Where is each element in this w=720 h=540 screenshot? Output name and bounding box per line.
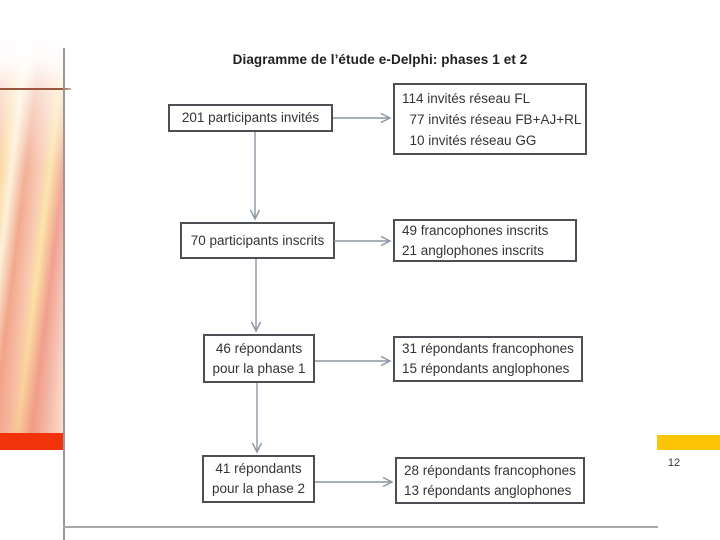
arrow-down-svg <box>251 383 263 454</box>
content-bottom-border <box>63 526 658 528</box>
box-text-line: 28 répondants francophones <box>404 462 576 478</box>
arrowhead-icon <box>251 442 263 454</box>
arrowhead-icon <box>380 235 392 247</box>
arrow-right-svg <box>333 112 392 124</box>
top-divider-line <box>0 88 71 90</box>
flow-box-phase2-breakdown: 28 répondants francophones 13 répondants… <box>395 457 585 504</box>
box-text-line: 77 invités réseau FB+AJ+RL <box>402 111 582 127</box>
box-text-line: 15 répondants anglophones <box>402 361 570 376</box>
box-text-line: 114 invités réseau FL <box>402 90 531 106</box>
box-text-line: pour la phase 1 <box>212 360 306 376</box>
box-text-line: 21 anglophones inscrits <box>402 242 544 258</box>
connector-arrow-right-3 <box>315 355 393 367</box>
connector-arrow-right-4 <box>315 476 395 488</box>
flow-box-phase1-repondants: 46 répondants pour la phase 1 <box>203 334 315 383</box>
arrowhead-icon <box>249 209 261 221</box>
arrow-down-svg <box>249 132 261 221</box>
box-text-line: pour la phase 2 <box>211 481 306 496</box>
flow-box-inscrits-breakdown: 49 francophones inscrits 21 anglophones … <box>393 219 577 262</box>
connector-arrow-down-1 <box>249 132 261 222</box>
flow-box-phase2-repondants: 41 répondants pour la phase 2 <box>202 455 315 503</box>
connector-arrow-down-3 <box>251 383 263 455</box>
arrowhead-icon <box>382 476 394 488</box>
box-text-line: 201 participants invités <box>181 110 320 125</box>
page-number: 12 <box>667 457 681 469</box>
arrowhead-icon <box>380 112 392 124</box>
box-text-line: 10 invités réseau GG <box>402 132 537 148</box>
red-accent-bar <box>0 433 63 450</box>
box-text-line: 41 répondants <box>215 461 302 476</box>
connector-arrow-right-1 <box>333 112 393 124</box>
box-text-line: 70 participants inscrits <box>190 232 325 248</box>
flow-box-participants-invites: 201 participants invités <box>168 104 333 132</box>
connector-arrow-right-2 <box>334 235 393 247</box>
box-text-line: 46 répondants <box>215 340 303 356</box>
box-text-line: 31 répondants francophones <box>402 341 574 356</box>
arrow-right-svg <box>315 476 394 488</box>
flow-box-phase1-breakdown: 31 répondants francophones 15 répondants… <box>393 336 583 382</box>
connector-arrow-down-2 <box>250 259 262 334</box>
box-text-line: 13 répondants anglophones <box>404 482 572 498</box>
diagram-title: Diagramme de l’étude e-Delphi: phases 1 … <box>232 52 528 67</box>
flow-box-invites-breakdown: 114 invités réseau FL 77 invités réseau … <box>393 83 587 155</box>
arrowhead-icon <box>250 321 262 333</box>
yellow-accent-bar <box>657 435 720 450</box>
content-left-border <box>63 48 65 540</box>
arrow-right-svg <box>315 355 392 367</box>
flow-box-participants-inscrits: 70 participants inscrits <box>180 222 335 259</box>
arrow-right-svg <box>334 235 392 247</box>
box-text-line: 49 francophones inscrits <box>402 222 549 238</box>
arrowhead-icon <box>380 355 392 367</box>
arrow-down-svg <box>250 259 262 333</box>
decorative-gradient-strip <box>0 0 63 433</box>
